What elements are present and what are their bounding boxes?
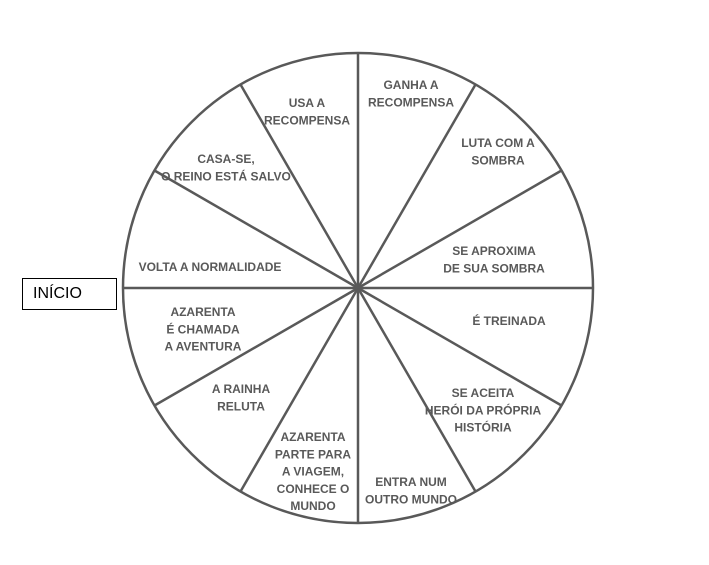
wheel-spoke — [153, 286, 359, 407]
segment-label-line: USA A — [289, 96, 326, 110]
wheel-spokes — [123, 53, 593, 523]
segment-label-line: RECOMPENSA — [264, 113, 350, 127]
segment-label-line: ENTRA NUM — [375, 475, 447, 489]
segment-labels: GANHA A RECOMPENSA LUTA COM A SOMBRA SE APRO… — [139, 78, 546, 513]
segment-label-parte: AZARENTA PARTE PARA A VIAGEM, CONHECE O MUND… — [275, 430, 352, 513]
segment-label-line: CONHECE O — [277, 482, 350, 496]
segment-label-line: CASA-SE, — [197, 152, 254, 166]
segment-label-line: SOMBRA — [471, 153, 525, 167]
segment-label-line: O REINO ESTÁ SALVO — [161, 168, 291, 183]
wheel-spoke — [239, 287, 360, 493]
segment-label-chamada: AZARENTA É CHAMADA A AVENTURA — [165, 305, 242, 354]
segment-label-line: MUNDO — [290, 499, 335, 513]
start-label-box: INÍCIO — [22, 278, 117, 310]
segment-label-line: LUTA COM A — [461, 136, 535, 150]
segment-label-aceita: SE ACEITA HERÓI DA PRÓPRIA HISTÓRIA — [425, 386, 542, 435]
segment-label-line: GANHA A — [383, 78, 438, 92]
segment-label-line: AZARENTA — [280, 430, 345, 444]
segment-label-line: PARTE PARA — [275, 447, 352, 461]
segment-label-line: DE SUA SOMBRA — [443, 261, 545, 275]
segment-label-luta: LUTA COM A SOMBRA — [461, 136, 535, 167]
segment-label-line: RECOMPENSA — [368, 95, 454, 109]
segment-label-line: HISTÓRIA — [454, 420, 512, 435]
wheel-circle — [121, 51, 595, 525]
segment-label-line: É TREINADA — [472, 313, 546, 328]
segment-label-treinada: É TREINADA — [472, 313, 546, 328]
start-label: INÍCIO — [33, 285, 82, 302]
segment-label-line: RELUTA — [217, 399, 265, 413]
segment-label-entra: ENTRA NUM OUTRO MUNDO — [365, 475, 457, 506]
segment-label-line: A VIAGEM, — [282, 465, 344, 479]
segment-label-usa: USA A RECOMPENSA — [264, 96, 350, 127]
segment-label-volta: VOLTA A NORMALIDADE — [139, 260, 282, 274]
segment-label-line: SE APROXIMA — [452, 244, 536, 258]
wheel-spoke — [356, 287, 477, 493]
segment-label-casa: CASA-SE, O REINO ESTÁ SALVO — [161, 152, 291, 183]
segment-label-ganha: GANHA A RECOMPENSA — [368, 78, 454, 109]
segment-label-line: SE ACEITA — [452, 386, 515, 400]
segment-label-line: A AVENTURA — [165, 340, 242, 354]
wheel-spoke — [239, 83, 360, 289]
segment-label-line: É CHAMADA — [166, 321, 240, 336]
wheel-spoke — [357, 286, 563, 407]
segment-label-line: HERÓI DA PRÓPRIA — [425, 402, 542, 417]
wheel-spoke — [153, 169, 359, 290]
segment-label-line: A RAINHA — [212, 382, 271, 396]
segment-label-line: OUTRO MUNDO — [365, 492, 457, 506]
segment-label-reluta: A RAINHA RELUTA — [212, 382, 271, 413]
segment-label-line: AZARENTA — [170, 305, 235, 319]
wheel-spoke — [357, 169, 563, 290]
segment-label-aproxima: SE APROXIMA DE SUA SOMBRA — [443, 244, 545, 275]
segment-label-line: VOLTA A NORMALIDADE — [139, 260, 282, 274]
wheel-spoke — [356, 83, 477, 289]
